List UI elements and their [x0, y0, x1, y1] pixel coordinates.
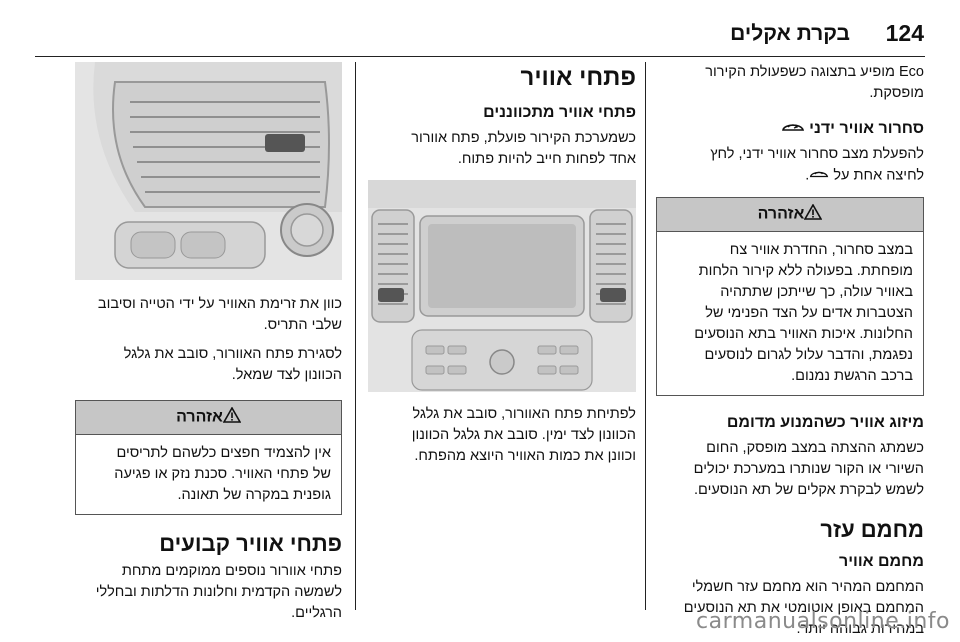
middle-column: פתחי אוויר פתחי אוויר מתכווננים כשמערכת …	[368, 62, 636, 170]
side-vent-figure	[75, 62, 342, 280]
fixed-vents-heading: פתחי אוויר קבועים	[159, 531, 342, 556]
conditioning-heading: מיזוג אוויר כשהמנוע מדומם	[726, 413, 924, 431]
warning-title: אזהרה	[757, 205, 805, 223]
caption-line: לסגירת פתח האוורור, סובב את גלגל	[123, 346, 342, 362]
warning-line: באוויר עולה, כך שייתכן שתתהיה	[720, 283, 913, 300]
warning-line: אין להצמיד חפצים כלשהם לתריסים	[116, 445, 331, 461]
warning-header: אזהרה	[657, 197, 923, 232]
warning-box: אזהרה אין להצמיד חפצים כלשהם לתריסים של …	[75, 400, 342, 515]
warning-line: ברכב הרגשת נמנום.	[791, 367, 913, 384]
recirculation-icon	[809, 165, 829, 186]
caption-line: הכוונון לצד שמאל.	[231, 367, 342, 383]
chapter-title: בקרת אקלים	[730, 22, 850, 45]
intro-text-line: מופסקת.	[869, 85, 924, 101]
manual-air-text: לחיצה אחת על .	[656, 165, 924, 186]
caption-line: כוון את זרימת האוויר על ידי הטייה וסיבוב	[97, 296, 342, 312]
fixed-text: הרגליים.	[291, 605, 342, 621]
warning-title: אזהרה	[176, 408, 223, 426]
warning-line: מופחתת. בפעולה ללא קירור הלחות	[698, 262, 913, 279]
warning-line: החלונות. איכות האוויר בתא הנוסעים	[694, 325, 913, 342]
manual-air-heading: סחרור אוויר ידני	[656, 118, 924, 140]
warning-box: אזהרה במצב סחרור, החדרת אוויר צח מופחתת.…	[656, 196, 924, 396]
warning-triangle-icon	[804, 202, 823, 225]
aux-text: המחמם המהיר הוא מחמם עזר חשמלי	[691, 578, 924, 595]
warning-body: במצב סחרור, החדרת אוויר צח מופחתת. בפעול…	[657, 232, 923, 395]
caption-line: לפתיחת פתח האוורור, סובב את גלגל	[412, 406, 636, 422]
intro-text: אחד לפחות חייב להיות פתוח.	[457, 151, 636, 167]
caption-line: הכוונון לצד ימין. סובב את גלגל הכוונון	[411, 427, 636, 443]
warning-triangle-icon	[222, 406, 242, 428]
manual-air-text: להפעלת מצב סחרור אוויר ידני, לחץ	[710, 146, 924, 163]
recirculation-icon	[781, 118, 805, 140]
warning-header: אזהרה	[76, 401, 341, 435]
caption-line: וכוונן את כמות האוויר היוצא מהפתח.	[414, 448, 636, 464]
intro-text: כשמערכת הקירור פועלת, פתח אוורור	[411, 130, 636, 146]
warning-line: במצב סחרור, החדרת אוויר צח	[729, 241, 913, 258]
page-header: 124 בקרת אקלים	[0, 0, 960, 58]
section-title-air-vents: פתחי אוויר	[520, 64, 636, 91]
fixed-text: לשמשה הקדמית וחלונות הדלתות ובחללי	[95, 584, 342, 600]
intro-text-line: Eco מופיע בתצוגה כשפעולת הקירור	[705, 64, 924, 80]
warning-line: גופנית במקרה של תאונה.	[177, 487, 331, 503]
page-number: 124	[885, 20, 924, 46]
manual-air-heading-text: סחרור אוויר ידני	[809, 120, 924, 138]
column-divider	[645, 62, 646, 610]
conditioning-text: לשמש לבקרת אקלים של תא הנוסעים.	[694, 481, 924, 498]
middle-caption: לפתיחת פתח האוורור, סובב את גלגל הכוונון…	[368, 404, 636, 467]
caption-line: שלבי התריס.	[263, 317, 342, 333]
warning-line: הצטברות אדים על הצד הפנימי של	[705, 304, 913, 321]
conditioning-text: השיורי או הקור שנותרו במערכת יכולים	[693, 460, 924, 477]
right-column: Eco מופיע בתצוגה כשפעולת הקירור מופסקת. …	[656, 62, 924, 640]
warning-line: של פתחי האוויר. סכנת נזק או פגיעה	[114, 466, 331, 482]
left-column: כוון את זרימת האוויר על ידי הטייה וסיבוב…	[75, 294, 342, 624]
center-vents-figure	[368, 180, 636, 392]
header-divider	[35, 56, 925, 57]
manual-air-text-end: לחיצה אחת על	[833, 167, 924, 184]
subsection-title-air-heater: מחמם אוויר	[838, 552, 924, 570]
subsection-title-adjustable-vents: פתחי אוויר מתכווננים	[483, 104, 636, 121]
column-divider	[355, 62, 356, 610]
watermark-link[interactable]: carmanualsonline.info	[696, 609, 950, 634]
section-title-aux-heater: מחמם עזר	[820, 516, 924, 542]
aux-text: המחמם באופן אוטומטי את תא הנוסעים	[683, 599, 924, 616]
fixed-text: פתחי אוורור נוספים ממוקמים מתחת	[121, 563, 342, 579]
aux-text: במהירות גבוהה יותר.	[796, 620, 924, 637]
warning-body: אין להצמיד חפצים כלשהם לתריסים של פתחי ה…	[76, 435, 341, 514]
conditioning-text: כשמתג ההצתה במצב מופסק, החום	[706, 439, 924, 456]
warning-line: נפגמת, והדבר עלול לגרום לנוסעים	[704, 346, 913, 363]
